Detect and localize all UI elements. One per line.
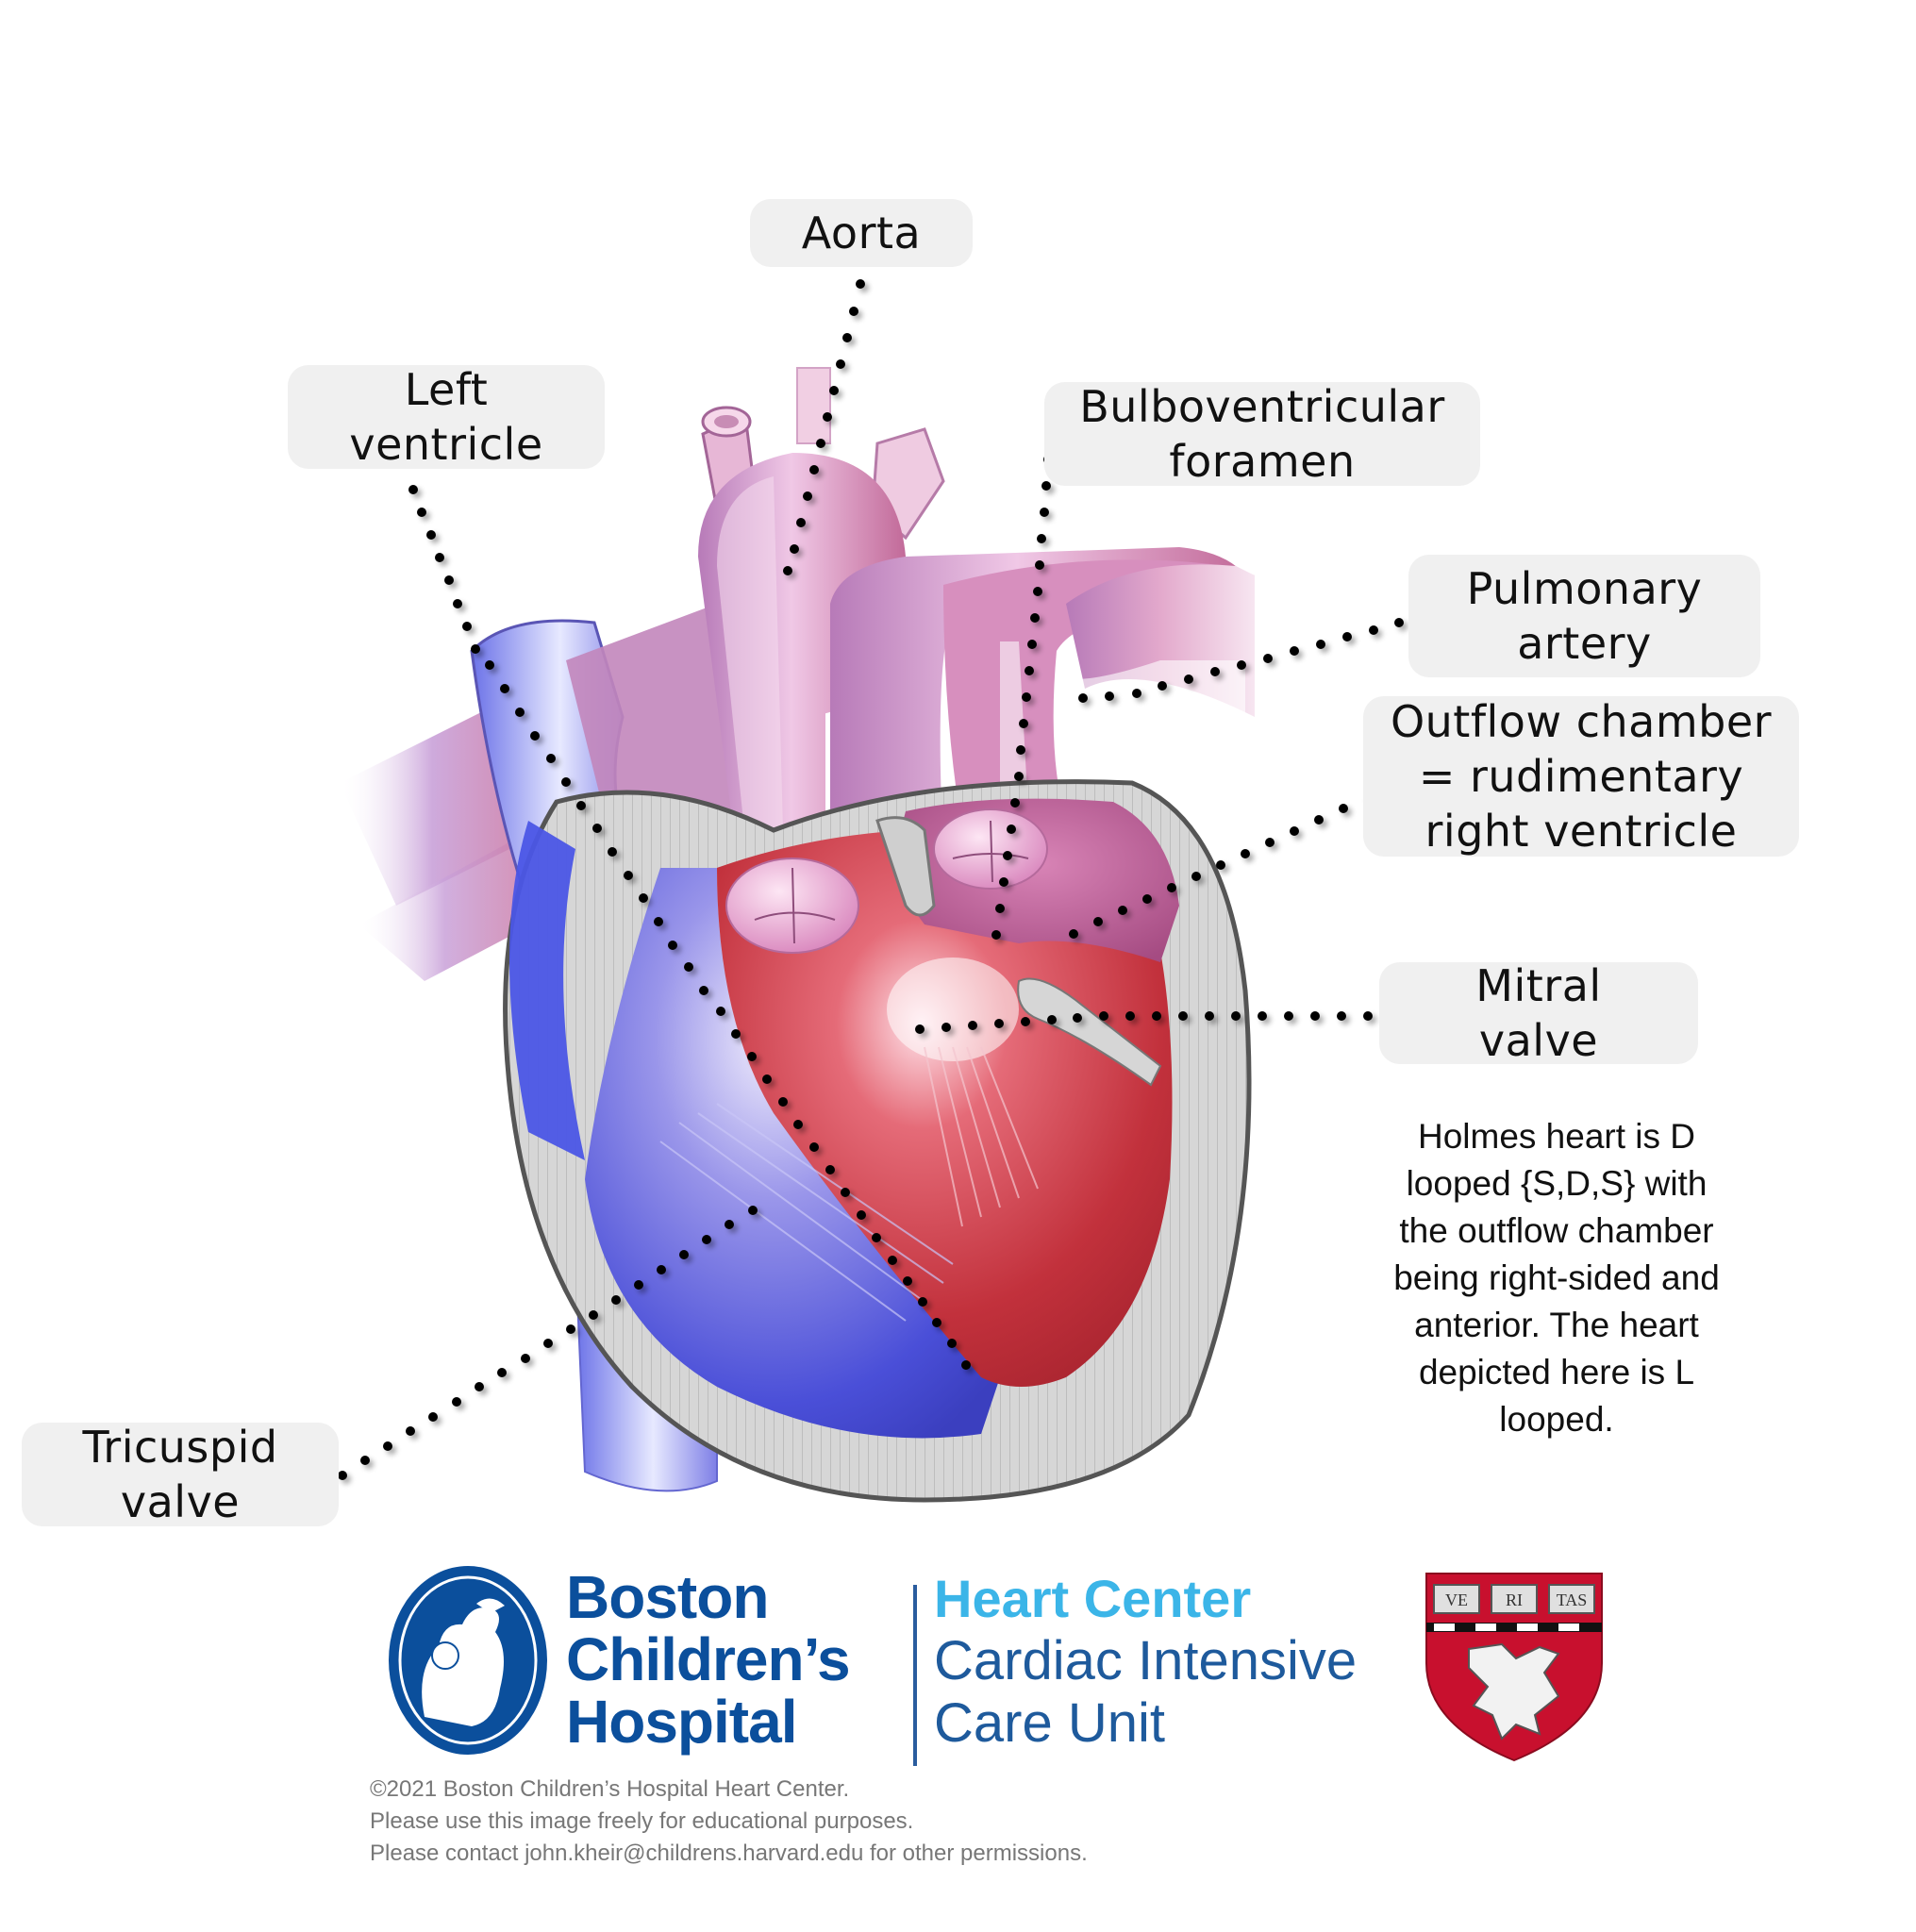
harvard-shield: VE RI TAS: [1425, 1573, 1603, 1762]
left-ventricle-leader: [408, 485, 971, 1370]
svg-text:VE: VE: [1445, 1591, 1468, 1609]
holmes-heart-note: Holmes heart is D looped {S,D,S} with th…: [1393, 1117, 1720, 1439]
copyright-notice: ©2021 Boston Children’s Hospital Heart C…: [370, 1776, 1088, 1866]
label-bulboventricular-foramen: Bulboventricular foramen: [1044, 381, 1480, 487]
leader-lines: [338, 279, 1404, 1480]
heart-center-wordmark: Heart Center Cardiac Intensive Care Unit: [934, 1569, 1358, 1754]
aorta-leader: [783, 279, 865, 575]
aortic-valve: [725, 858, 859, 954]
blue-ventricle-chamber: [585, 868, 1000, 1439]
pulmonary-artery-leader: [1078, 618, 1404, 703]
septum: [875, 816, 936, 917]
mitral-valve-leader: [915, 1011, 1373, 1034]
label-pulmonary-artery: Pulmonary artery: [1408, 555, 1760, 677]
outflow-chamber-leader: [1069, 792, 1373, 939]
label-left-ventricle: Left ventricle: [288, 364, 605, 470]
heart-chambers: [585, 798, 1179, 1439]
label-mitral-valve: Mitral valve: [1379, 960, 1698, 1066]
pulmonary-artery-vessel: [830, 547, 1255, 849]
pulmonary-valve: [933, 808, 1048, 890]
bulboventricular-leader: [991, 455, 1053, 940]
svg-text:RI: RI: [1506, 1591, 1523, 1609]
logo-footer: Boston Children’s Hospital Heart Center …: [377, 1566, 1623, 1774]
tricuspid-valve-leader: [338, 1206, 758, 1480]
bch-wordmark: Boston Children’s Hospital: [566, 1563, 851, 1756]
ventricular-septum-spur: [1017, 977, 1162, 1087]
label-tricuspid-valve: Tricuspid valve: [22, 1422, 339, 1527]
bch-logo-emblem: [389, 1566, 547, 1755]
logo-divider: [913, 1585, 917, 1766]
svg-text:TAS: TAS: [1557, 1591, 1588, 1609]
label-outflow-chamber: Outflow chamber = rudimentary right vent…: [1363, 696, 1799, 857]
red-ventricle-chamber: [717, 828, 1173, 1387]
label-aorta: Aorta: [750, 199, 973, 267]
